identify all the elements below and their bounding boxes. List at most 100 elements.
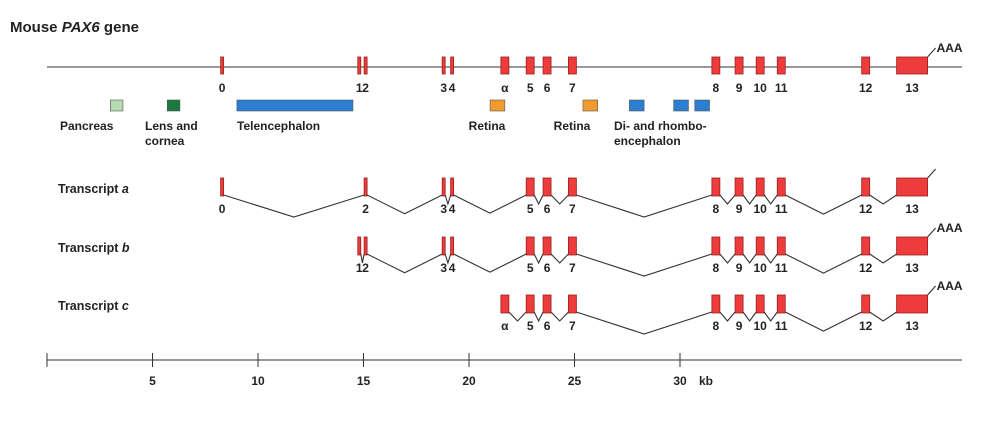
transcript-a-exon-5 (525, 177, 535, 197)
kb-axis-tick-label: 30 (673, 374, 687, 388)
gene-exon-label: 10 (754, 81, 768, 95)
transcript-b-exon-13 (896, 236, 928, 256)
enhancer-box-di-rhombo-1 (629, 99, 645, 112)
transcript-c-exon-label: 13 (905, 319, 919, 333)
transcript-b-exon-9 (734, 236, 744, 256)
transcript-c-exon-label: 6 (544, 319, 551, 333)
transcript-b-exon-label: 5 (527, 261, 534, 275)
transcript-b-exon-label: 4 (449, 261, 456, 275)
enhancer-label-di-rhombo: Di- and rhombo- (614, 119, 707, 133)
transcript-a-exon-10 (755, 177, 765, 197)
transcript-b-intron (533, 253, 544, 265)
kb-axis-tick-label: 15 (357, 374, 371, 388)
transcript-a-exon-11 (776, 177, 786, 197)
transcript-c-exon-label: 11 (775, 319, 788, 333)
transcript-b-intron (444, 253, 452, 265)
transcript-c-exon-label: 7 (569, 319, 576, 333)
transcript-b-intron (742, 253, 757, 264)
enhancer-label-retina-1: Retina (469, 119, 506, 133)
gene-exon-label: 3 (440, 81, 447, 95)
gene-exon-10 (734, 56, 744, 75)
transcript-a-exon-0 (220, 177, 225, 197)
transcript-c-polya-tail (927, 285, 937, 296)
gene-exon-3 (441, 56, 446, 75)
gene-exon-8 (567, 56, 577, 75)
transcript-b-exon-label: 7 (569, 261, 576, 275)
transcript-a-intron (453, 194, 527, 214)
transcript-c-intron (763, 311, 778, 322)
transcript-b-exon-label: 1 (356, 261, 363, 275)
transcript-c-exon-5 (525, 294, 535, 314)
gene-exon-label: 9 (736, 81, 743, 95)
transcript-b-intron (763, 253, 778, 264)
transcript-c-intron (869, 311, 897, 322)
gene-exon-0 (220, 56, 225, 75)
kb-axis-tick-label: 5 (149, 374, 156, 388)
transcript-a-exon-label: 12 (859, 202, 873, 216)
enhancer-box-retina-2 (582, 99, 599, 112)
transcript-c-exon-9 (734, 294, 744, 314)
gene-exon-11 (755, 56, 765, 75)
transcript-a-exon-label: 9 (736, 202, 743, 216)
transcript-c-exon-8 (711, 294, 721, 314)
transcript-c-exon-label: 12 (859, 319, 873, 333)
transcript-c-exon-α (500, 294, 510, 314)
transcript-c-intron (576, 311, 713, 335)
enhancer-box-telencephalon (236, 99, 354, 112)
transcript-b-exon-label: 8 (713, 261, 720, 275)
gene-exon-label: 6 (544, 81, 551, 95)
gene-exon-label: 11 (775, 81, 788, 95)
transcript-c-exon-label: 8 (713, 319, 720, 333)
transcript-a-exon-4 (450, 177, 455, 197)
gene-exon-4 (450, 56, 455, 75)
transcript-a-polya-tail (927, 168, 937, 179)
transcript-b-intron (785, 253, 862, 274)
gene-exon-label: 0 (219, 81, 226, 95)
enhancer-label-telencephalon: Telencephalon (237, 119, 320, 133)
transcript-a-exon-label: 4 (449, 202, 456, 216)
transcript-b-exon-8 (711, 236, 721, 256)
transcript-a-exon-9 (734, 177, 744, 197)
transcript-label-b: Transcript b (58, 241, 130, 255)
diagram-title: Mouse PAX6 gene (10, 19, 139, 36)
gene-exon-label: 7 (569, 81, 576, 95)
transcript-c-exon-label: 10 (754, 319, 768, 333)
transcript-a-intron (550, 194, 569, 205)
gene-exon-1 (357, 56, 362, 75)
transcript-label-c: Transcript c (58, 299, 129, 313)
enhancer-box-pancreas (110, 99, 124, 112)
transcript-b-intron (576, 253, 713, 277)
transcript-b-exon-10 (755, 236, 765, 256)
transcript-a-exon-label: 10 (754, 202, 768, 216)
transcript-c-polya-label: AAA (937, 279, 963, 293)
transcript-c-exon-10 (755, 294, 765, 314)
enhancer-label-lens: cornea (145, 134, 185, 148)
gene-exon-14 (896, 56, 928, 75)
transcript-c-exon-label: α (501, 319, 509, 333)
transcript-b-exon-label: 10 (754, 261, 768, 275)
transcript-a-intron (785, 194, 862, 215)
transcript-c-intron (533, 311, 544, 323)
kb-axis-tick-label: 10 (251, 374, 265, 388)
kb-axis-tick-label: 25 (568, 374, 582, 388)
transcript-a-exon-8 (711, 177, 721, 197)
transcript-a-exon-6 (542, 177, 552, 197)
transcript-a-exon-label: 5 (527, 202, 534, 216)
gene-polya-tail (927, 47, 937, 58)
gene-exon-label: α (501, 81, 509, 95)
gene-exon-7 (542, 56, 552, 75)
transcript-b-exon-1 (357, 236, 362, 256)
transcript-b-exon-11 (776, 236, 786, 256)
transcript-a-exon-label: 7 (569, 202, 576, 216)
transcript-c-exon-label: 5 (527, 319, 534, 333)
transcript-b-intron (869, 253, 897, 264)
transcript-a-exon-3 (441, 177, 446, 197)
transcript-b-exon-label: 9 (736, 261, 743, 275)
gene-exon-label: 12 (859, 81, 873, 95)
enhancer-label-retina-2: Retina (554, 119, 591, 133)
transcript-a-exon-12 (861, 177, 871, 197)
transcript-b-exon-4 (450, 236, 455, 256)
